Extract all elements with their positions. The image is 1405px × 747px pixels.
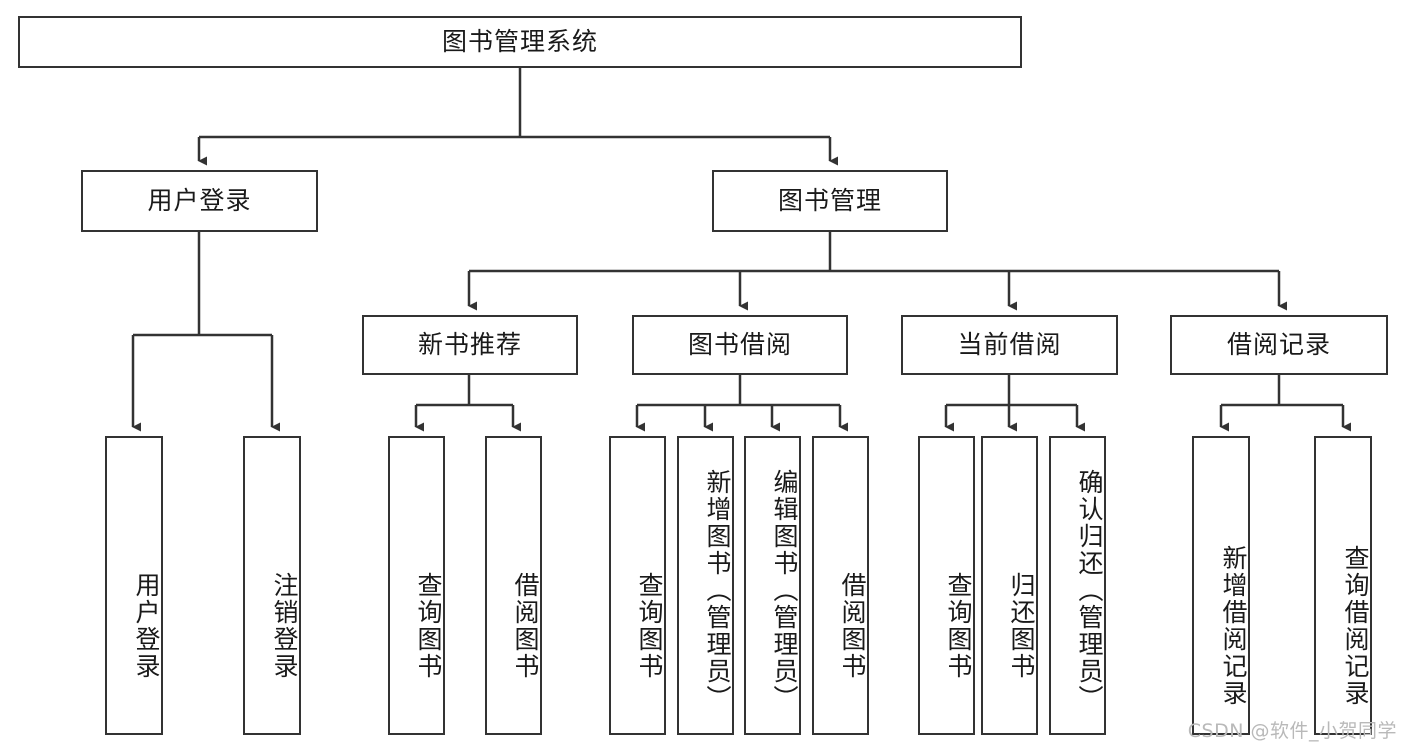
node-leaf-user-login[interactable]: 用户登录 (105, 436, 163, 735)
node-root-book-management-system[interactable]: 图书管理系统 (18, 16, 1022, 68)
node-user-login-label: 用户登录 (147, 186, 252, 216)
node-leaf-borrow-book-2-label: 借阅图书 (838, 571, 867, 680)
node-leaf-edit-book[interactable]: 编辑图书（管理员） (744, 436, 801, 735)
node-leaf-query-borrow-record[interactable]: 查询借阅记录 (1314, 436, 1372, 735)
node-leaf-query-book-2-label: 查询图书 (635, 571, 664, 680)
node-leaf-logout[interactable]: 注销登录 (243, 436, 301, 735)
node-book-borrow[interactable]: 图书借阅 (632, 315, 848, 375)
node-leaf-query-book-2[interactable]: 查询图书 (609, 436, 666, 735)
node-leaf-borrow-book-1-label: 借阅图书 (511, 571, 540, 680)
node-leaf-borrow-book-2[interactable]: 借阅图书 (812, 436, 869, 735)
node-current-borrow[interactable]: 当前借阅 (901, 315, 1118, 375)
node-current-borrow-label: 当前借阅 (957, 330, 1062, 360)
node-leaf-query-borrow-record-label: 查询借阅记录 (1341, 544, 1370, 707)
node-leaf-add-borrow-record[interactable]: 新增借阅记录 (1192, 436, 1250, 735)
node-leaf-query-book-3[interactable]: 查询图书 (918, 436, 975, 735)
node-new-book-recommend[interactable]: 新书推荐 (362, 315, 578, 375)
node-user-login[interactable]: 用户登录 (81, 170, 318, 232)
node-leaf-return-book[interactable]: 归还图书 (981, 436, 1038, 735)
node-borrow-record-label: 借阅记录 (1226, 330, 1331, 360)
node-leaf-edit-book-label: 编辑图书（管理员） (770, 469, 799, 712)
node-leaf-add-book[interactable]: 新增图书（管理员） (677, 436, 734, 735)
node-leaf-user-login-label: 用户登录 (132, 571, 161, 680)
node-leaf-add-book-label: 新增图书（管理员） (703, 469, 732, 712)
node-book-management[interactable]: 图书管理 (712, 170, 948, 232)
node-leaf-query-book-1-label: 查询图书 (414, 571, 443, 680)
node-leaf-query-book-1[interactable]: 查询图书 (388, 436, 445, 735)
node-new-book-recommend-label: 新书推荐 (417, 330, 522, 360)
node-borrow-record[interactable]: 借阅记录 (1170, 315, 1388, 375)
node-leaf-logout-label: 注销登录 (270, 571, 299, 680)
node-leaf-query-book-3-label: 查询图书 (944, 571, 973, 680)
node-leaf-borrow-book-1[interactable]: 借阅图书 (485, 436, 542, 735)
csdn-watermark: CSDN @软件_小贺同学 (1187, 720, 1397, 742)
node-leaf-confirm-return-label: 确认归还（管理员） (1075, 469, 1104, 712)
node-book-management-label: 图书管理 (777, 186, 882, 216)
node-leaf-confirm-return[interactable]: 确认归还（管理员） (1049, 436, 1106, 735)
node-leaf-add-borrow-record-label: 新增借阅记录 (1219, 544, 1248, 707)
node-root-label: 图书管理系统 (441, 27, 598, 57)
node-leaf-return-book-label: 归还图书 (1007, 571, 1036, 680)
node-book-borrow-label: 图书借阅 (687, 330, 792, 360)
